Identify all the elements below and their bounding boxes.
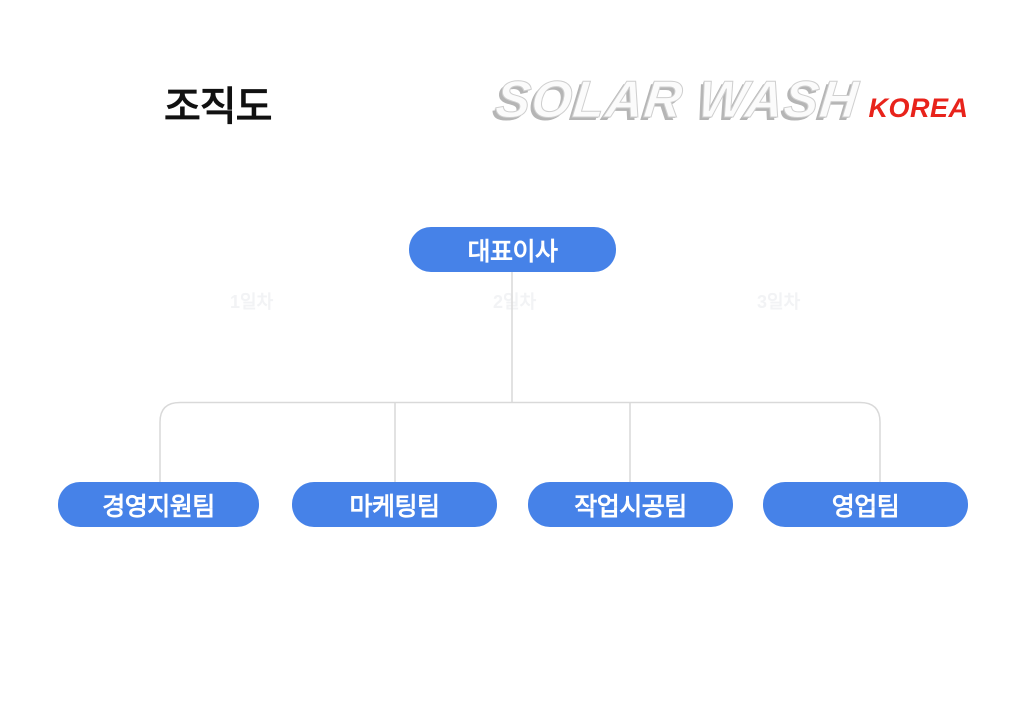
page-title: 조직도	[164, 85, 272, 129]
brand-logo: SOLAR WASH KOREA	[492, 70, 969, 130]
org-node-label: 대표이사	[467, 237, 558, 266]
watermark-day-3: 3일차	[757, 292, 801, 312]
connector-horizontal-rail	[159, 401, 881, 482]
watermark-day-2: 2일차	[493, 292, 537, 312]
org-node-label: 경영지원팀	[102, 492, 215, 521]
watermark-day-1: 1일차	[230, 292, 274, 312]
brand-logo-country: KOREA	[868, 93, 969, 123]
org-node-label: 작업시공팀	[574, 492, 687, 521]
org-node-management-support-team: 경영지원팀	[58, 482, 259, 527]
org-node-label: 영업팀	[831, 492, 900, 521]
org-node-sales-team: 영업팀	[763, 482, 968, 527]
org-node-label: 마케팅팀	[349, 492, 440, 521]
org-node-construction-team: 작업시공팀	[528, 482, 733, 527]
org-node-marketing-team: 마케팅팀	[292, 482, 497, 527]
org-node-ceo: 대표이사	[409, 227, 616, 272]
brand-logo-wordmark: SOLAR WASH	[492, 71, 862, 130]
